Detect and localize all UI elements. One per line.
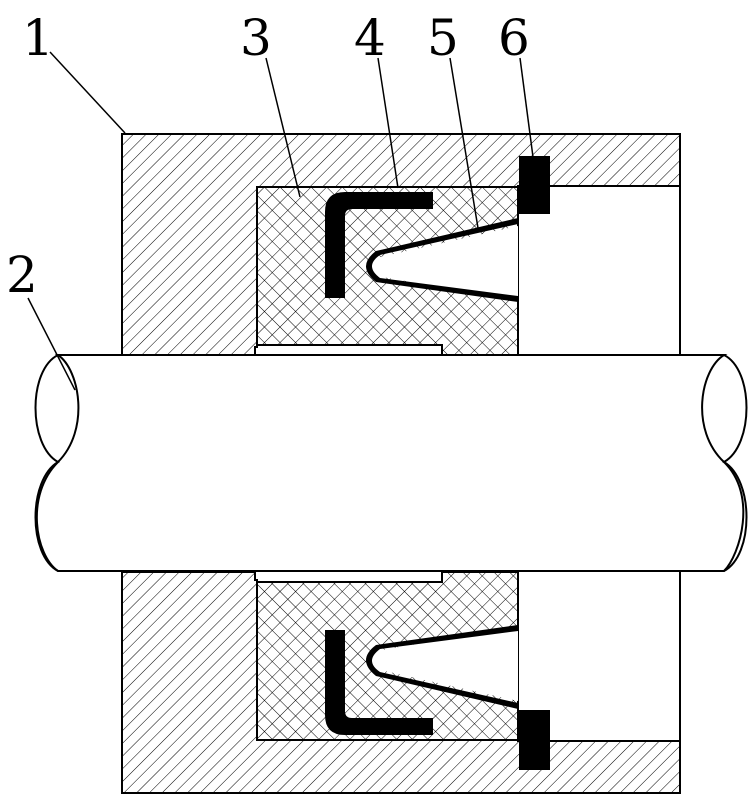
callout-label-seal-lip: 5 [427, 9, 459, 67]
callout-label-shaft: 2 [6, 246, 38, 304]
retaining-block-top[interactable] [519, 156, 550, 214]
callout-label-stiffener-ring: 4 [354, 9, 386, 67]
callout-label-seal-body: 3 [240, 9, 272, 67]
callout-label-retaining-block: 6 [498, 9, 530, 67]
retaining-block-bottom[interactable] [519, 710, 550, 770]
leader-line-1 [50, 52, 125, 133]
shaft[interactable] [37, 355, 743, 571]
leader-line-2 [28, 298, 75, 390]
callout-label-housing: 1 [22, 9, 54, 67]
